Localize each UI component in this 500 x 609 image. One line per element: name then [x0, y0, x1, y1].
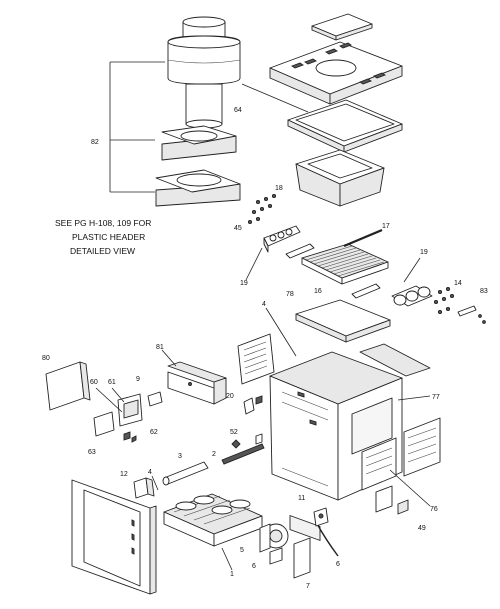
note-line-3: DETAILED VIEW	[70, 246, 135, 256]
vent-base-plate	[155, 169, 241, 207]
callout-6b: 6	[336, 561, 340, 568]
terminal-62	[123, 431, 137, 443]
top-cover-cap	[311, 13, 373, 41]
bolts-18	[247, 193, 277, 225]
leader-81	[161, 349, 177, 367]
leader-4b	[151, 475, 159, 491]
callout-17: 17	[382, 223, 390, 230]
note-see-page: SEE PG H-108, 109 FOR PLASTIC HEADER DET…	[55, 218, 151, 256]
leader-4a	[265, 307, 297, 357]
callout-12: 12	[120, 471, 128, 478]
callout-77: 77	[432, 394, 440, 401]
baffle-rod	[343, 228, 383, 248]
burner-tray	[163, 493, 263, 547]
callout-16: 16	[314, 288, 322, 295]
callout-19b: 19	[420, 249, 428, 256]
igniter-6a	[269, 547, 283, 565]
side-rail	[359, 343, 431, 377]
callout-81: 81	[156, 344, 164, 351]
top-panel	[269, 41, 403, 105]
callout-82: 82	[91, 139, 99, 146]
callout-62: 62	[150, 429, 158, 436]
callout-19a: 19	[240, 280, 248, 287]
control-box-80	[45, 361, 91, 411]
switch-11	[313, 507, 329, 527]
main-cabinet	[269, 351, 403, 541]
front-door-panel	[71, 479, 157, 595]
note-line-2: PLASTIC HEADER	[72, 232, 145, 242]
callout-52: 52	[230, 429, 238, 436]
header-left	[263, 225, 301, 253]
switch-9	[147, 391, 163, 407]
header-gasket-left	[285, 243, 315, 259]
burner-strip-2	[221, 443, 265, 465]
bolts-14	[433, 286, 455, 315]
callout-20: 20	[226, 393, 234, 400]
control-panel-81	[167, 361, 227, 405]
leaders-60-61	[95, 387, 125, 413]
callout-3: 3	[178, 453, 182, 460]
right-louver-panel	[403, 417, 441, 477]
cover-63	[93, 411, 115, 437]
callout-14: 14	[454, 280, 462, 287]
left-louver-panel	[237, 333, 275, 385]
callout-1: 1	[230, 571, 234, 578]
bracket-82-leader	[109, 61, 165, 193]
callout-61: 61	[108, 379, 116, 386]
callout-5: 5	[240, 547, 244, 554]
gas-valve-12	[133, 477, 155, 499]
leader-19a	[245, 247, 263, 281]
callout-18: 18	[275, 185, 283, 192]
combustion-tray	[295, 299, 391, 343]
callout-78: 78	[286, 291, 294, 298]
blower-5	[259, 523, 289, 553]
callout-11: 11	[298, 495, 305, 502]
callout-2: 2	[212, 451, 216, 458]
bracket-20	[243, 395, 263, 415]
vent-flue-collar	[167, 16, 241, 129]
callout-64: 64	[234, 107, 242, 114]
callout-4a: 4	[262, 301, 266, 308]
callout-45: 45	[234, 225, 242, 232]
burner-tube-3	[162, 461, 209, 486]
leader-76	[389, 469, 431, 507]
callout-49: 49	[418, 525, 426, 532]
bracket-83	[457, 305, 486, 324]
vent-gasket-plate	[161, 125, 237, 161]
callout-80: 80	[42, 355, 50, 362]
callout-9: 9	[136, 376, 140, 383]
leader-1	[221, 547, 233, 571]
leader-19b	[403, 257, 421, 283]
part-49	[375, 485, 409, 515]
callout-4b: 4	[148, 469, 152, 476]
sensor-52	[231, 433, 263, 449]
callout-7: 7	[306, 583, 310, 590]
callout-63: 63	[88, 449, 96, 456]
leader-77	[397, 395, 431, 401]
bracket-7	[293, 537, 311, 579]
top-frame	[287, 99, 403, 153]
header-right	[351, 283, 433, 307]
callout-83: 83	[480, 288, 488, 295]
flue-collector-hood	[295, 149, 385, 207]
leader-64	[241, 83, 309, 113]
note-line-1: SEE PG H-108, 109 FOR	[55, 218, 151, 228]
callout-60: 60	[90, 379, 98, 386]
right-louver-panel-2	[361, 437, 397, 491]
heat-exchanger	[301, 243, 389, 285]
callout-76: 76	[430, 506, 438, 513]
callout-6a: 6	[252, 563, 256, 570]
